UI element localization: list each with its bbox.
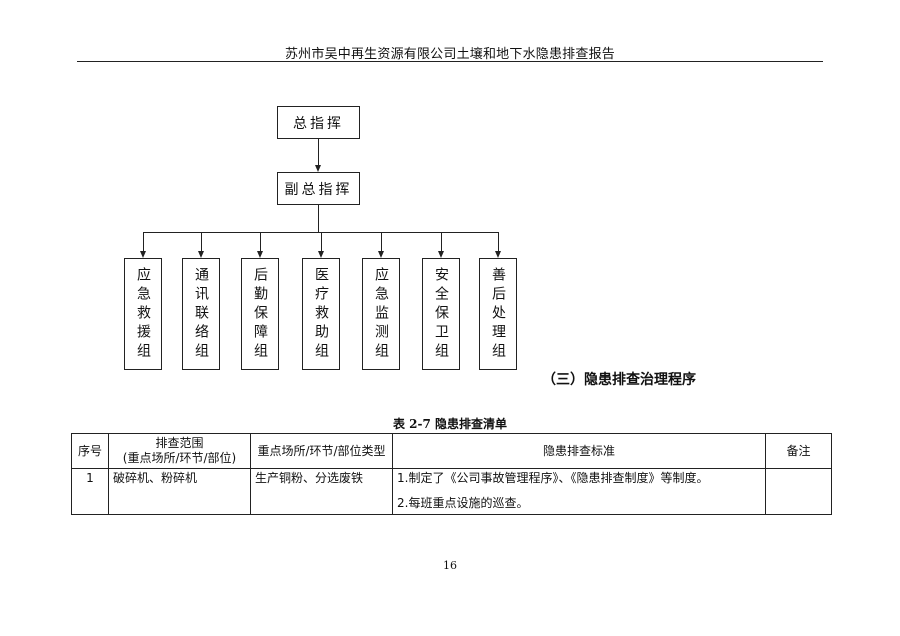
header-scope: 排查范围 (重点场所/环节/部位) bbox=[108, 433, 251, 469]
org-group-label: 应急救援组 bbox=[135, 266, 151, 362]
cell-type: 生产铜粉、分选废铁 bbox=[250, 468, 393, 515]
header-standard: 隐患排查标准 bbox=[392, 433, 766, 469]
header-scope-line1: 排查范围 bbox=[155, 436, 204, 450]
arrow-down-icon bbox=[315, 165, 321, 172]
arrow-down-icon bbox=[140, 251, 146, 258]
connector-commander-deputy bbox=[318, 139, 319, 165]
cell-serial-no: 1 bbox=[71, 468, 109, 515]
org-group-1: 应急救援组 bbox=[124, 258, 162, 370]
org-group-label: 通讯联络组 bbox=[193, 266, 209, 362]
org-group-label: 后勤保障组 bbox=[252, 266, 268, 362]
org-box-commander-label: 总指挥 bbox=[293, 115, 344, 132]
cell-remark bbox=[765, 468, 832, 515]
header-scope-line2: (重点场所/环节/部位) bbox=[122, 451, 237, 465]
connector-group-4 bbox=[321, 232, 322, 251]
table-row: 1 破碎机、粉碎机 生产铜粉、分选废铁 1.制定了《公司事故管理程序》、《隐患排… bbox=[71, 468, 832, 515]
connector-group-1 bbox=[143, 232, 144, 251]
cell-standard: 1.制定了《公司事故管理程序》、《隐患排查制度》等制度。 2.每班重点设施的巡查… bbox=[392, 468, 766, 515]
org-group-label: 应急监测组 bbox=[373, 266, 389, 362]
table-header-row: 序号 排查范围 (重点场所/环节/部位) 重点场所/环节/部位类型 隐患排查标准… bbox=[71, 433, 832, 469]
table-caption: 表 2-7 隐患排查清单 bbox=[392, 417, 508, 431]
org-group-label: 安全保卫组 bbox=[433, 266, 449, 362]
org-group-label: 善后处理组 bbox=[490, 266, 506, 362]
header-serial-no: 序号 bbox=[71, 433, 109, 469]
connector-group-5 bbox=[381, 232, 382, 251]
arrow-down-icon bbox=[378, 251, 384, 258]
cell-scope: 破碎机、粉碎机 bbox=[108, 468, 251, 515]
org-box-deputy-label: 副总指挥 bbox=[284, 181, 353, 198]
org-group-4: 医疗救助组 bbox=[302, 258, 340, 370]
org-group-label: 医疗救助组 bbox=[313, 266, 329, 362]
standard-item-2: 2.每班重点设施的巡查。 bbox=[397, 496, 529, 510]
header-type: 重点场所/环节/部位类型 bbox=[250, 433, 393, 469]
connector-group-7 bbox=[498, 232, 499, 251]
page-number: 16 bbox=[443, 559, 457, 572]
arrow-down-icon bbox=[438, 251, 444, 258]
org-group-5: 应急监测组 bbox=[362, 258, 400, 370]
arrow-down-icon bbox=[495, 251, 501, 258]
org-group-7: 善后处理组 bbox=[479, 258, 517, 370]
org-group-3: 后勤保障组 bbox=[241, 258, 279, 370]
arrow-down-icon bbox=[257, 251, 263, 258]
header-remark: 备注 bbox=[765, 433, 832, 469]
org-box-deputy: 副总指挥 bbox=[277, 172, 360, 205]
standard-item-1: 1.制定了《公司事故管理程序》、《隐患排查制度》等制度。 bbox=[397, 471, 709, 485]
arrow-down-icon bbox=[318, 251, 324, 258]
connector-bus bbox=[143, 232, 498, 233]
section-heading: （三）隐患排查治理程序 bbox=[542, 372, 696, 388]
header-rule bbox=[77, 61, 823, 62]
connector-group-2 bbox=[201, 232, 202, 251]
connector-group-6 bbox=[441, 232, 442, 251]
hazard-checklist-table: 序号 排查范围 (重点场所/环节/部位) 重点场所/环节/部位类型 隐患排查标准… bbox=[71, 433, 832, 515]
org-box-commander: 总指挥 bbox=[277, 106, 360, 139]
org-group-2: 通讯联络组 bbox=[182, 258, 220, 370]
arrow-down-icon bbox=[198, 251, 204, 258]
document-header-title: 苏州市吴中再生资源有限公司土壤和地下水隐患排查报告 bbox=[284, 47, 615, 62]
connector-group-3 bbox=[260, 232, 261, 251]
connector-deputy-bus bbox=[318, 205, 319, 232]
org-group-6: 安全保卫组 bbox=[422, 258, 460, 370]
